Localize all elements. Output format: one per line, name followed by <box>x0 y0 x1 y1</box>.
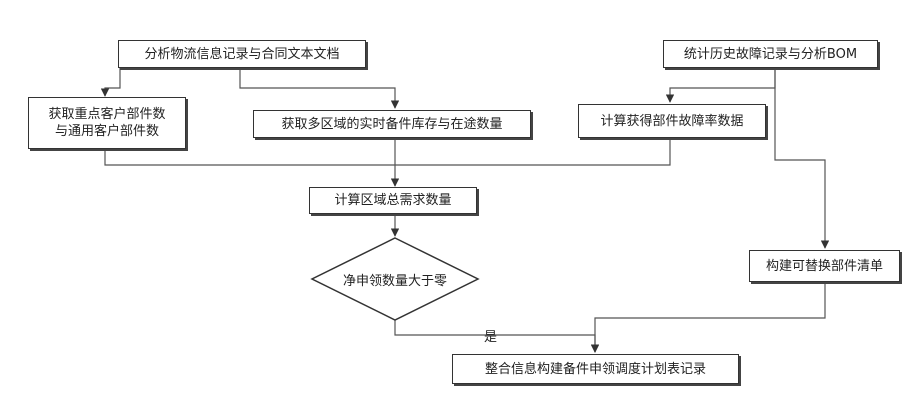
node-label: 净申领数量大于零 <box>343 274 447 289</box>
node-label: 获取重点客户部件数 与通用客户部件数 <box>48 106 165 140</box>
connector-replaceable-to-plan <box>595 284 825 352</box>
node-label: 获取多区域的实时备件库存与在途数量 <box>281 116 502 133</box>
node-regional-demand: 计算区域总需求数量 <box>309 187 477 214</box>
node-label: 统计历史故障记录与分析BOM <box>684 46 857 63</box>
connector-stats-to-fault-rate <box>670 68 775 102</box>
connector-stats-to-replaceable <box>775 68 825 248</box>
connector-key-customer-to-merge <box>105 150 395 165</box>
connector-fault-rate-to-merge <box>395 138 670 165</box>
node-fault-rate: 计算获得部件故障率数据 <box>578 104 766 138</box>
node-label: 构建可替换部件清单 <box>766 258 883 275</box>
node-label: 计算区域总需求数量 <box>334 192 451 209</box>
node-regional-inventory: 获取多区域的实时备件库存与在途数量 <box>253 110 531 138</box>
node-analyze-logistics: 分析物流信息记录与合同文本文档 <box>118 40 366 68</box>
node-key-customer-parts: 获取重点客户部件数 与通用客户部件数 <box>28 97 186 149</box>
connector-analyze-to-inventory <box>240 68 395 108</box>
node-label: 计算获得部件故障率数据 <box>600 113 743 130</box>
node-label: 分析物流信息记录与合同文本文档 <box>144 46 339 63</box>
edge-label-yes: 是 <box>484 326 497 345</box>
node-dispatch-plan: 整合信息构建备件申领调度计划表记录 <box>452 354 739 384</box>
decision-label: 净申领数量大于零 <box>312 270 478 289</box>
node-replaceable-parts: 构建可替换部件清单 <box>749 250 900 282</box>
node-label: 整合信息构建备件申领调度计划表记录 <box>485 361 706 378</box>
node-stats-fault-bom: 统计历史故障记录与分析BOM <box>663 40 878 68</box>
